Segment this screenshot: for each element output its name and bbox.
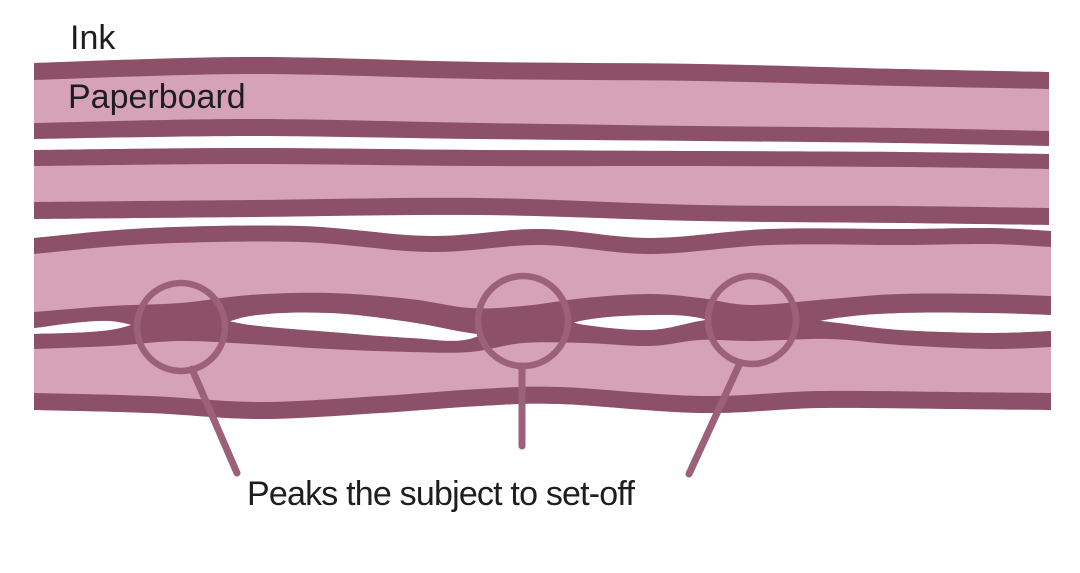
- ink-layer-top-sheet2: [34, 148, 1049, 169]
- caption-text: Peaks the subject to set-off: [247, 475, 635, 513]
- ink-layer-bottom-sheet1: [34, 119, 1049, 146]
- highlight-circle-1: [133, 279, 229, 375]
- ink-layer-bottom-sheet4: [34, 386, 1051, 419]
- ink-layer-top-sheet3: [34, 225, 1051, 254]
- ink-layer-bottom-sheet2: [34, 197, 1049, 225]
- leader-line-1: [188, 365, 241, 477]
- callouts: [133, 272, 800, 478]
- ink-layer-top-sheet1: [34, 56, 1049, 89]
- ink-label: Ink: [70, 19, 116, 57]
- paperboard-label: Paperboard: [68, 78, 246, 116]
- highlight-circle-3: [704, 272, 800, 368]
- leader-line-3: [685, 359, 744, 478]
- labels: Ink Paperboard Peaks the subject to set-…: [68, 19, 636, 513]
